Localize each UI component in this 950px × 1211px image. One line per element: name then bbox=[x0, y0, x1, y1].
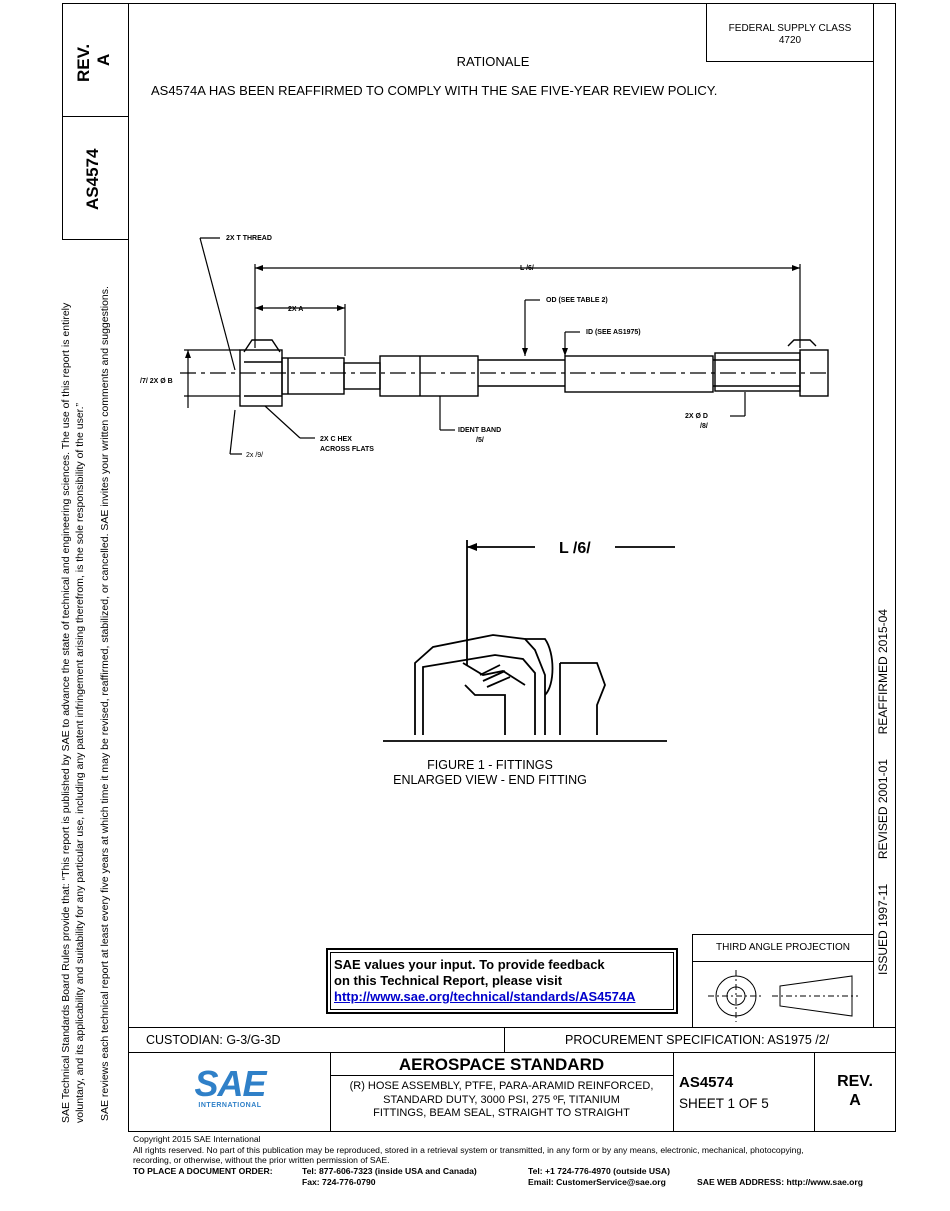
block-doc-number: AS4574 bbox=[679, 1074, 734, 1091]
fsc-number: 4720 bbox=[778, 35, 802, 46]
footer-rights-1: All rights reserved. No part of this pub… bbox=[133, 1144, 804, 1155]
sidebar-notice-1: SAE Technical Standards Board Rules prov… bbox=[60, 302, 72, 1123]
figure-hose-assembly: 2X T THREAD L /6/ 2X A OD (SEE TABLE 2) … bbox=[140, 235, 829, 459]
figure-enlarged-end-fitting bbox=[383, 540, 675, 742]
sheet-number: SHEET 1 OF 5 bbox=[679, 1096, 769, 1111]
rationale-text: AS4574A HAS BEEN REAFFIRMED TO COMPLY WI… bbox=[151, 83, 718, 98]
figure-caption: FIGURE 1 - FITTINGS ENLARGED VIEW - END … bbox=[340, 758, 640, 788]
rev-divider bbox=[814, 1052, 815, 1132]
reaffirmed-date: REAFFIRMED 2015-04 bbox=[876, 609, 890, 735]
label-thread: 2X T THREAD bbox=[226, 235, 272, 242]
revised-date: REVISED 2001-01 bbox=[876, 759, 890, 860]
document-title-line2: STANDARD DUTY, 3000 PSI, 275 ºF, TITANIU… bbox=[383, 1093, 620, 1106]
label-dim-a: 2X A bbox=[288, 306, 303, 313]
footer-rights-2: recording, or otherwise, without the pri… bbox=[133, 1155, 390, 1165]
history-vertical: ISSUED 1997-11 REVISED 2001-01 REAFFIRME… bbox=[876, 609, 890, 975]
rev-label: REV. bbox=[74, 43, 93, 82]
footer-order-label: TO PLACE A DOCUMENT ORDER: bbox=[133, 1166, 273, 1176]
footer-email: Email: CustomerService@sae.org bbox=[528, 1177, 666, 1187]
footer-web: SAE WEB ADDRESS: http://www.sae.org bbox=[697, 1177, 863, 1187]
label-length: L /6/ bbox=[520, 265, 534, 272]
block-rev-label: REV. bbox=[837, 1073, 873, 1090]
main-frame bbox=[128, 3, 896, 1132]
custodian-divider bbox=[504, 1027, 505, 1052]
footer-copyright: Copyright 2015 SAE International bbox=[133, 1134, 261, 1144]
footer-fax: Fax: 724-776-0790 bbox=[302, 1177, 376, 1187]
docnum-divider bbox=[673, 1052, 674, 1132]
label-hex: 2X C HEX bbox=[320, 436, 352, 443]
projection-symbol bbox=[708, 970, 858, 1022]
label-ident-ref: /5/ bbox=[476, 437, 484, 444]
label-flats: ACROSS FLATS bbox=[320, 446, 374, 453]
fsc-label: FEDERAL SUPPLY CLASS 4720 bbox=[706, 23, 874, 47]
document-title-line3: FITTINGS, BEAM SEAL, STRAIGHT TO STRAIGH… bbox=[373, 1107, 630, 1119]
rev-value-vertical: A bbox=[94, 54, 114, 66]
enlarged-length-label: L /6/ bbox=[555, 540, 595, 558]
title-block-mid-line bbox=[128, 1052, 896, 1053]
feedback-inner bbox=[330, 952, 674, 1010]
issued-date: ISSUED 1997-11 bbox=[876, 883, 890, 975]
sidebar-notice-3: SAE reviews each technical report at lea… bbox=[99, 286, 111, 1121]
feedback-line2: on this Technical Report, please visit bbox=[334, 973, 563, 988]
footer-tel-usa: Tel: 877-606-7323 (inside USA and Canada… bbox=[302, 1166, 477, 1176]
doc-number-side: AS4574 bbox=[83, 148, 102, 210]
title-block-top-line bbox=[128, 1027, 896, 1028]
custodian: CUSTODIAN: G-3/G-3D bbox=[146, 1033, 281, 1047]
procurement-spec: PROCUREMENT SPECIFICATION: AS1975 /2/ bbox=[565, 1033, 830, 1047]
logo-divider bbox=[330, 1052, 331, 1132]
label-dia-d-ref: /8/ bbox=[700, 423, 708, 430]
sae-logo-text: SAE bbox=[194, 1063, 266, 1104]
document-title-line1: (R) HOSE ASSEMBLY, PTFE, PARA-ARAMID REI… bbox=[349, 1080, 654, 1092]
doc-number-vertical: AS4574 bbox=[83, 149, 103, 210]
projection-divider bbox=[692, 961, 874, 962]
figure-caption-line2: ENLARGED VIEW - END FITTING bbox=[393, 773, 587, 787]
rev-label-vertical: REV. bbox=[74, 44, 94, 82]
block-rev-value: A bbox=[849, 1092, 861, 1109]
feedback-line1: SAE values your input. To provide feedba… bbox=[334, 957, 605, 972]
fsc-title: FEDERAL SUPPLY CLASS bbox=[728, 23, 852, 34]
label-id: ID (SEE AS1975) bbox=[586, 329, 641, 336]
sae-logo: SAE INTERNATIONAL bbox=[190, 1063, 270, 1110]
right-column-divider bbox=[873, 3, 874, 1027]
sidebar-notice-2: voluntary, and its applicability and sui… bbox=[74, 402, 86, 1123]
footer: Copyright 2015 SAE International All rig… bbox=[133, 1134, 933, 1166]
standard-type: AEROSPACE STANDARD bbox=[398, 1055, 605, 1074]
label-dia-b: /7/ 2X Ø B bbox=[140, 378, 173, 385]
standard-underline bbox=[330, 1075, 673, 1076]
label-note9: 2x /9/ bbox=[246, 452, 263, 459]
rev-value: A bbox=[94, 53, 113, 66]
label-ident-band: IDENT BAND bbox=[458, 427, 501, 434]
feedback-box bbox=[326, 948, 678, 1014]
feedback-text: SAE values your input. To provide feedba… bbox=[334, 957, 636, 1005]
figure-caption-line1: FIGURE 1 - FITTINGS bbox=[427, 758, 553, 772]
block-rev: REV. A bbox=[814, 1072, 896, 1110]
label-dia-d: 2X Ø D bbox=[685, 413, 708, 420]
document-title: (R) HOSE ASSEMBLY, PTFE, PARA-ARAMID REI… bbox=[330, 1080, 673, 1121]
footer-tel-outside: Tel: +1 724-776-4970 (outside USA) bbox=[528, 1166, 670, 1176]
label-od: OD (SEE TABLE 2) bbox=[546, 297, 608, 304]
rationale-title: RATIONALE bbox=[456, 54, 530, 69]
feedback-link[interactable]: http://www.sae.org/technical/standards/A… bbox=[334, 989, 636, 1004]
projection-title: THIRD ANGLE PROJECTION bbox=[716, 942, 850, 953]
sae-logo-sub: INTERNATIONAL bbox=[198, 1102, 262, 1109]
fsc-box bbox=[706, 3, 874, 62]
